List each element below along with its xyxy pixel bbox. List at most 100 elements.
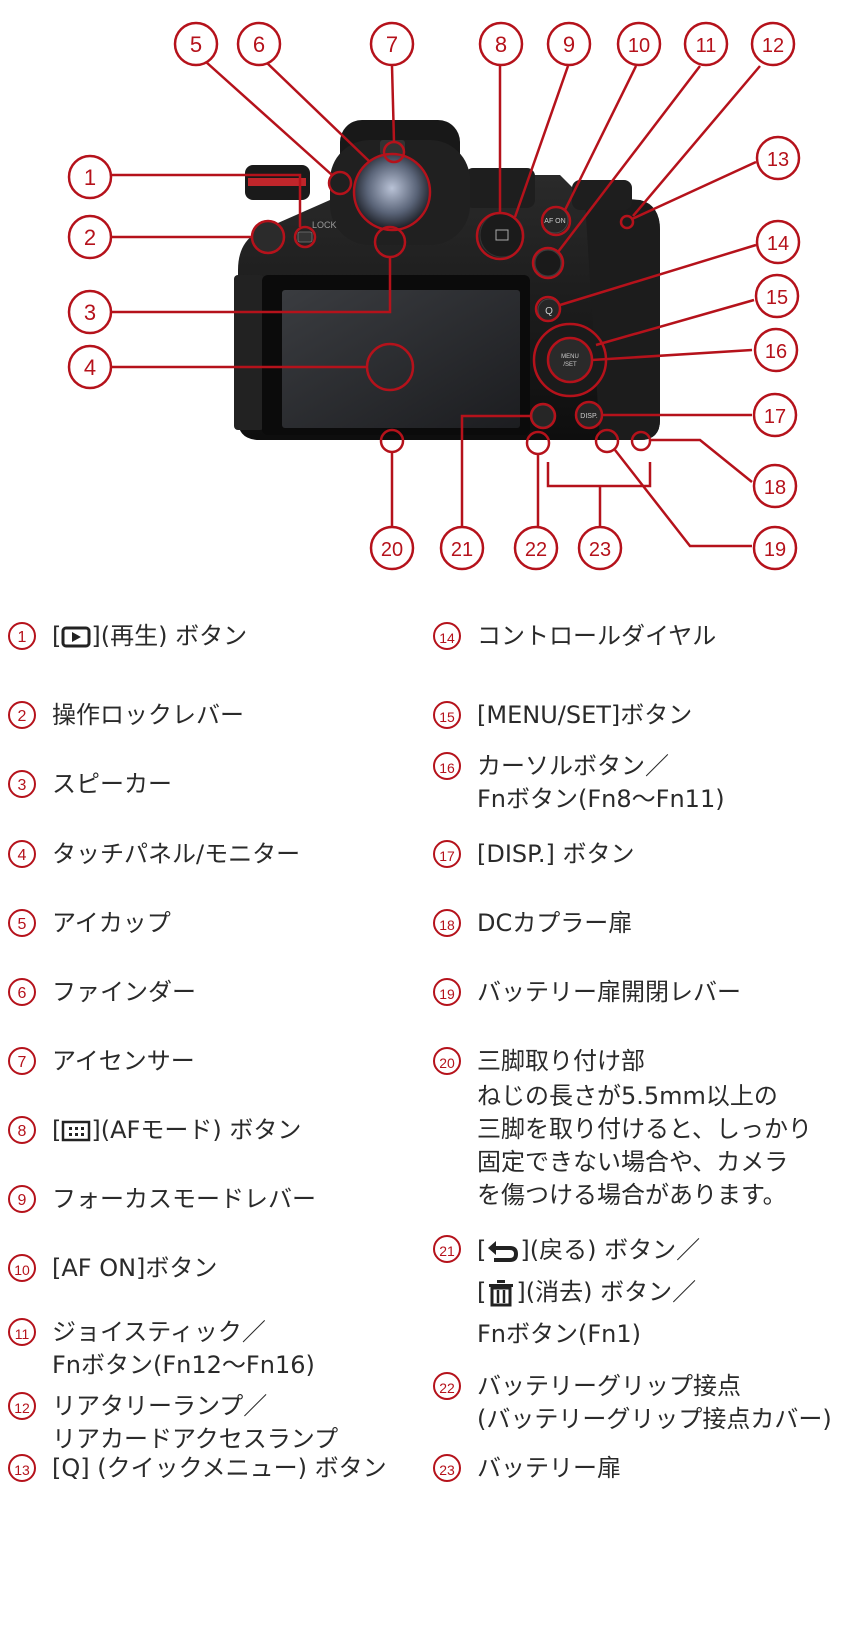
svg-text:23: 23 [589, 539, 611, 561]
label-text: ](消去) ボタン／ [516, 1278, 697, 1306]
legend-item-18: 18 DCカプラー扉 [433, 907, 863, 1107]
legend-number-badge: 13 [8, 1454, 36, 1482]
callout-4: 4 [67, 344, 113, 390]
svg-text:2: 2 [84, 225, 96, 250]
legend-label: [DISP.] ボタン [477, 840, 635, 868]
legend-number-badge: 21 [433, 1235, 461, 1263]
af-mode-icon [62, 1120, 91, 1142]
leader-lines [112, 61, 761, 548]
bracket-open: [ [477, 1278, 487, 1306]
svg-text:16: 16 [765, 341, 787, 363]
legend-label: フォーカスモードレバー [52, 1185, 316, 1213]
callout-13: 13 [755, 135, 801, 181]
legend-label: DCカプラー扉 [477, 909, 633, 937]
afon-label: AF ON [544, 218, 565, 225]
callout-11: 11 [683, 21, 729, 67]
legend-item-8: 8[](AFモード) ボタン [8, 1114, 428, 1314]
legend-number-badge: 19 [433, 978, 461, 1006]
legend-item-16: 16 カーソルボタン／ Fnボタン(Fn8〜Fn11) [433, 750, 863, 950]
legend-label: [ ](再生) ボタン [52, 620, 247, 653]
legend-number-badge: 16 [433, 752, 461, 780]
legend-number-badge: 12 [8, 1392, 36, 1420]
svg-text:20: 20 [381, 539, 403, 561]
svg-text:5: 5 [190, 32, 202, 57]
trash-icon [489, 1280, 514, 1307]
callout-19: 19 [752, 525, 798, 571]
legend-label: カーソルボタン／ Fnボタン(Fn8〜Fn11) [477, 752, 725, 813]
svg-text:21: 21 [451, 539, 473, 561]
callout-9: 9 [546, 21, 592, 67]
legend-note: ねじの長さが5.5mm以上の 三脚を取り付けると、しっかり 固定できない場合や、… [477, 1082, 813, 1209]
callout-17: 17 [752, 392, 798, 438]
callout-22: 22 [513, 525, 559, 571]
callout-16: 16 [753, 327, 799, 373]
camera-body: LOCK AF ON Q MENU /SET DISP. [234, 120, 660, 440]
legend-label: スピーカー [52, 770, 172, 798]
callout-6: 6 [236, 21, 282, 67]
callout-3: 3 [67, 289, 113, 335]
callout-12: 12 [750, 21, 796, 67]
legend-label: 操作ロックレバー [52, 701, 244, 729]
svg-text:8: 8 [495, 32, 507, 57]
legend-number-badge: 6 [8, 978, 36, 1006]
svg-text:14: 14 [767, 233, 789, 255]
camera-back-diagram: LOCK AF ON Q MENU /SET DISP. [67, 21, 801, 571]
legend-number-badge: 11 [8, 1318, 36, 1346]
legend-item-6: 6 ファインダー [8, 976, 428, 1176]
legend-label: [MENU/SET]ボタン [477, 701, 693, 729]
bracket-open: [ [477, 1236, 487, 1264]
legend-number-badge: 14 [433, 622, 461, 650]
legend-number-badge: 17 [433, 840, 461, 868]
legend-item-14: 14 コントロールダイヤル [433, 620, 863, 820]
legend-label: バッテリー扉開閉レバー [477, 978, 741, 1006]
legend-number-badge: 2 [8, 701, 36, 729]
legend-label: タッチパネル/モニター [52, 840, 301, 868]
legend-item-15: 15[MENU/SET]ボタン [433, 699, 863, 899]
legend-item-13: 13[Q] (クイックメニュー) ボタン [8, 1452, 428, 1652]
legend-number-badge: 4 [8, 840, 36, 868]
label-text: Fnボタン(Fn1) [477, 1320, 642, 1348]
svg-text:12: 12 [762, 35, 784, 57]
svg-text:7: 7 [386, 32, 398, 57]
legend-label: ファインダー [52, 978, 196, 1006]
svg-text:3: 3 [84, 300, 96, 325]
label-text: ](AFモード) ボタン [91, 1116, 302, 1144]
label-text: ](戻る) ボタン／ [520, 1236, 701, 1264]
svg-text:4: 4 [84, 355, 96, 380]
back-icon [488, 1241, 519, 1262]
q-label: Q [545, 306, 553, 317]
label-text: ](再生) ボタン [91, 622, 248, 650]
legend-label: [ ](AFモード) ボタン [52, 1114, 301, 1147]
disp-label: DISP. [580, 413, 597, 420]
legend-item-4: 4 タッチパネル/モニター [8, 838, 428, 1038]
bracket-open: [ [52, 622, 62, 650]
legend-number-badge: 10 [8, 1254, 36, 1282]
lock-label: LOCK [312, 220, 337, 230]
svg-text:13: 13 [767, 149, 789, 171]
legend-number-badge: 18 [433, 909, 461, 937]
callout-15: 15 [754, 273, 800, 319]
svg-text:17: 17 [764, 406, 786, 428]
legend-item-10: 10[AF ON]ボタン [8, 1252, 428, 1452]
svg-text:1: 1 [84, 165, 96, 190]
svg-text:9: 9 [563, 32, 575, 57]
svg-text:22: 22 [525, 539, 547, 561]
svg-text:15: 15 [766, 287, 788, 309]
legend-item-1: 1[](再生) ボタン [8, 620, 428, 820]
legend-label: [ ](戻る) ボタン／ [ ](消去) ボタン／ Fnボタン(Fn1) [477, 1229, 700, 1355]
legend-item-21: 21 [ ](戻る) ボタン／ [ ](消去) ボタン／ Fnボタン(Fn1) [433, 1233, 863, 1433]
legend-item-2: 2 操作ロックレバー [8, 699, 428, 899]
svg-text:6: 6 [253, 32, 265, 57]
svg-text:11: 11 [696, 35, 717, 57]
legend-label: バッテリー扉 [477, 1454, 621, 1482]
legend-item-17: 17 [DISP.] ボタン [433, 838, 863, 1038]
callout-21: 21 [439, 525, 485, 571]
bracket-open: [ [52, 1116, 62, 1144]
legend-label: アイセンサー [52, 1047, 195, 1075]
legend-label: コントロールダイヤル [477, 622, 717, 650]
